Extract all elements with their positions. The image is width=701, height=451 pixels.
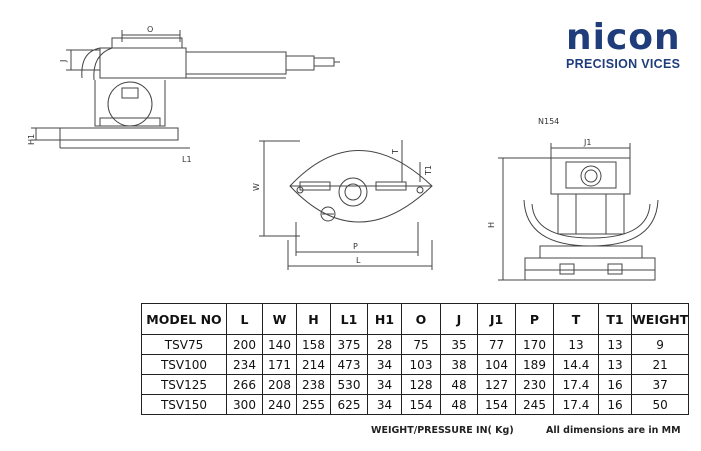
weight-note: WEIGHT/PRESSURE IN( Kg): [371, 425, 514, 436]
table-cell: 375: [330, 334, 368, 355]
table-cell: 240: [262, 394, 297, 415]
model-ref: N154: [538, 117, 559, 126]
table-cell: 300: [226, 394, 263, 415]
table-header-row: MODEL NO L W H L1 H1 O J J1 P T T1 WEIGH…: [141, 303, 690, 335]
table-cell: 77: [477, 334, 516, 355]
dim-H: H: [487, 222, 496, 228]
table-cell: 266: [226, 374, 263, 395]
table-cell: 171: [262, 354, 297, 375]
table-cell: 208: [262, 374, 297, 395]
top-view: W T T1 P L: [252, 140, 433, 270]
brand-logo: nicon PRECISION VICES: [566, 17, 686, 72]
dim-O: O: [147, 25, 153, 34]
table-cell: TSV150: [141, 394, 227, 415]
table-cell: 35: [440, 334, 478, 355]
table-cell: 13: [553, 334, 599, 355]
table-cell: 38: [440, 354, 478, 375]
col-header-J: J: [440, 303, 478, 335]
col-header-model: MODEL NO: [141, 303, 227, 335]
brand-tagline: PRECISION VICES: [566, 57, 681, 71]
dim-J1: J1: [583, 138, 591, 147]
front-view: N154 J1 H: [487, 117, 659, 281]
table-row: TSV100 234 171 214 473 34 103 38 104 189…: [141, 354, 690, 375]
table-cell: 50: [630, 394, 690, 415]
col-header-H: H: [296, 303, 331, 335]
table-cell: 9: [630, 334, 690, 355]
table-cell: 214: [296, 354, 331, 375]
table-cell: 16: [598, 374, 632, 395]
table-row: TSV125 266 208 238 530 34 128 48 127 230…: [141, 374, 690, 395]
table-cell: 34: [367, 374, 402, 395]
col-header-J1: J1: [477, 303, 516, 335]
table-cell: 238: [296, 374, 331, 395]
table-cell: 158: [296, 334, 331, 355]
col-header-P: P: [515, 303, 554, 335]
table-cell: 140: [262, 334, 297, 355]
table-cell: 13: [598, 354, 632, 375]
table-cell: 17.4: [553, 394, 599, 415]
table-cell: 245: [515, 394, 554, 415]
table-row: TSV75 200 140 158 375 28 75 35 77 170 13…: [141, 334, 690, 355]
table-cell: 37: [630, 374, 690, 395]
table-cell: 154: [401, 394, 441, 415]
side-view: O J H1 L1: [27, 25, 340, 164]
table-cell: 255: [296, 394, 331, 415]
table-cell: 13: [598, 334, 632, 355]
dim-L: L: [356, 256, 361, 265]
table-cell: 48: [440, 374, 478, 395]
brand-name: nicon: [566, 17, 681, 58]
table-cell: 230: [515, 374, 554, 395]
table-cell: 473: [330, 354, 368, 375]
table-cell: TSV100: [141, 354, 227, 375]
dim-T1: T1: [424, 165, 433, 176]
technical-drawing: O J H1 L1: [27, 25, 659, 281]
table-cell: 189: [515, 354, 554, 375]
dim-H1: H1: [27, 134, 36, 145]
table-cell: 625: [330, 394, 368, 415]
col-header-W: W: [262, 303, 297, 335]
dim-L1: L1: [182, 155, 192, 164]
col-header-H1: H1: [367, 303, 402, 335]
table-cell: 34: [367, 354, 402, 375]
dimensions-note: All dimensions are in MM: [546, 425, 681, 436]
dim-T: T: [391, 149, 400, 155]
table-cell: 128: [401, 374, 441, 395]
table-cell: 200: [226, 334, 263, 355]
table-cell: 17.4: [553, 374, 599, 395]
table-cell: 103: [401, 354, 441, 375]
table-cell: 170: [515, 334, 554, 355]
col-header-T1: T1: [598, 303, 632, 335]
dim-P: P: [353, 242, 358, 251]
table-cell: 75: [401, 334, 441, 355]
col-header-weight: WEIGHT: [630, 303, 690, 335]
table-row: TSV150 300 240 255 625 34 154 48 154 245…: [141, 394, 690, 415]
table-cell: TSV125: [141, 374, 227, 395]
table-cell: 21: [630, 354, 690, 375]
col-header-O: O: [401, 303, 441, 335]
table-cell: 14.4: [553, 354, 599, 375]
table-cell: 28: [367, 334, 402, 355]
table-cell: 234: [226, 354, 263, 375]
table-cell: 16: [598, 394, 632, 415]
table-cell: 48: [440, 394, 478, 415]
table-cell: 34: [367, 394, 402, 415]
col-header-T: T: [553, 303, 599, 335]
table-cell: 154: [477, 394, 516, 415]
specs-table: MODEL NO L W H L1 H1 O J J1 P T T1 WEIGH…: [141, 303, 690, 415]
table-cell: 127: [477, 374, 516, 395]
col-header-L1: L1: [330, 303, 368, 335]
table-cell: TSV75: [141, 334, 227, 355]
table-cell: 104: [477, 354, 516, 375]
col-header-L: L: [226, 303, 263, 335]
table-cell: 530: [330, 374, 368, 395]
dim-W: W: [252, 183, 261, 191]
dim-J: J: [59, 60, 68, 63]
